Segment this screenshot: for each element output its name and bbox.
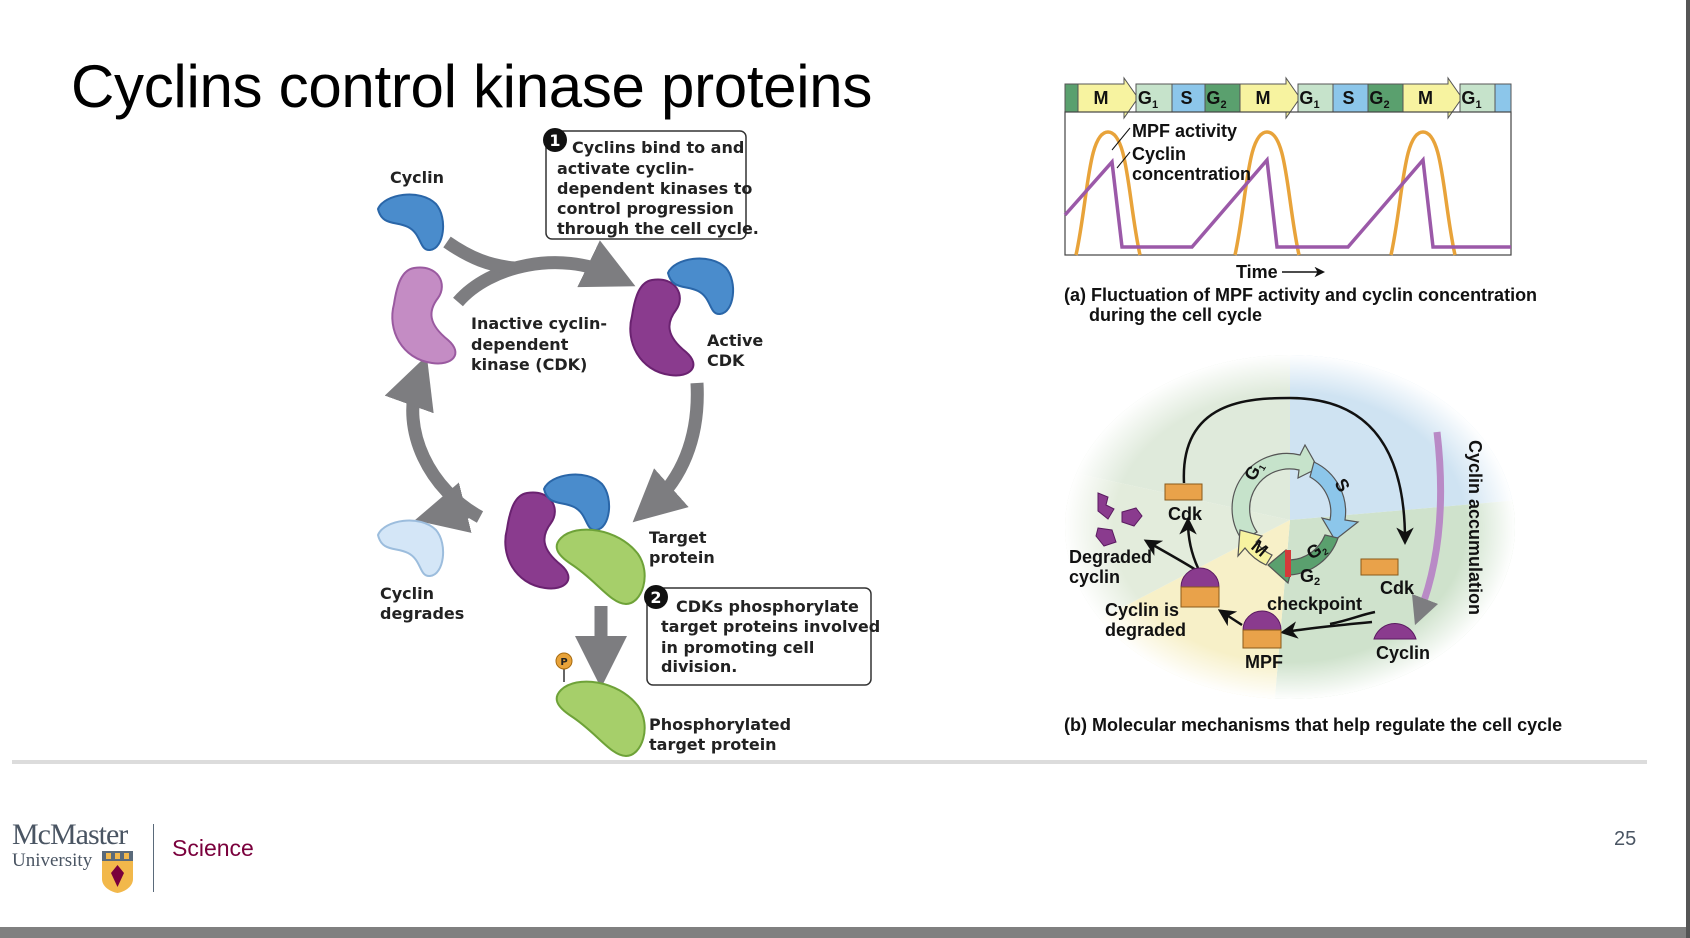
cyclin-series-label: Cyclin concentration — [1132, 144, 1251, 184]
logo-wordmark: McMaster — [12, 818, 128, 851]
target-protein-label: Target protein — [649, 528, 715, 567]
faculty-name: Science — [172, 835, 254, 861]
recycle-arrow — [384, 355, 484, 523]
phase-segment — [1204, 83, 1241, 113]
window-right-edge — [1686, 0, 1690, 938]
ring-g1 — [1231, 443, 1319, 541]
cyclin-accumulation-arrow — [1411, 431, 1445, 626]
cyclin-to-mpf-arrow — [1280, 620, 1373, 639]
degraded-cyclin-shape — [377, 519, 445, 578]
page-number: 25 — [1614, 828, 1637, 850]
inactive-cdk-label: Inactive cyclin- dependent kinase (CDK) — [471, 314, 613, 374]
phase-segment — [1367, 83, 1404, 113]
graph-a-caption: (a) Fluctuation of MPF activity and cycl… — [1064, 285, 1542, 325]
ring-label-g1: G1 — [1240, 458, 1268, 485]
step1-callout — [545, 130, 747, 240]
cdk-top-label: Cdk — [1168, 504, 1203, 524]
active-cdk-label: Active CDK — [707, 331, 769, 370]
degrading-mpf-shape — [1180, 567, 1220, 608]
mpf-to-degradation-arrow — [1217, 609, 1243, 627]
cyclin-label: Cyclin — [390, 168, 444, 187]
step1-number: 1 — [549, 131, 560, 150]
cyclin-shape — [377, 193, 445, 252]
phase-label: S — [1180, 88, 1192, 108]
mpf-series-label: MPF activity — [1132, 121, 1237, 141]
checkpoint-g2-label: G2 — [1300, 566, 1320, 588]
left-figure: Cyclin Inactive cyclin- dependent kinase… — [377, 128, 886, 757]
cyclin-accumulation-label: Cyclin accumulation — [1465, 440, 1485, 615]
mcmaster-shield-icon — [102, 851, 133, 893]
phase-segment — [1297, 83, 1334, 113]
inactive-cdk-shape — [391, 266, 457, 365]
step2-callout — [646, 587, 872, 686]
to-degraded-arrow — [1143, 539, 1197, 572]
phase-label: M — [1418, 88, 1433, 108]
cdk-right-label: Cdk — [1380, 578, 1415, 598]
phosphate-icon — [555, 652, 573, 670]
cyclin-degrades-label: Cyclin degrades — [380, 584, 464, 623]
logo-separator — [153, 824, 154, 892]
step1-badge — [543, 128, 567, 152]
step2-text: CDKs phosphorylate target proteins invol… — [661, 597, 886, 676]
phosphate-label: P — [560, 657, 567, 668]
cdk-recycle-arrow — [1182, 396, 1414, 545]
cycle-arrows — [384, 236, 704, 688]
cyclin-label-b: Cyclin — [1376, 643, 1430, 663]
diagram-b: G1 S G2 M Cdk Cdk Degraded cy — [1064, 355, 1562, 735]
slide-title: Cyclins control kinase proteins — [71, 53, 873, 120]
phase-segment — [1459, 83, 1496, 113]
cdk-right-shape — [1360, 558, 1399, 576]
active-cdk-shape — [629, 278, 695, 377]
phase-label: M — [1256, 88, 1271, 108]
cyclin-binding-arrow — [453, 240, 636, 307]
mpf-shape — [1242, 610, 1282, 649]
phase-segment — [1494, 83, 1512, 113]
ring-s — [1309, 461, 1360, 541]
complex-cyclin-shape — [543, 473, 611, 532]
phase-segment — [1332, 83, 1369, 113]
cyclin-concentration-curve — [1063, 155, 1511, 249]
cdk-to-mpf-arrow — [1329, 610, 1376, 626]
window-bottom-bar — [0, 927, 1690, 938]
cyclin-is-degraded-label: Cyclin is degraded — [1105, 600, 1186, 640]
logo-subtitle: University — [12, 850, 93, 871]
checkpoint-label: checkpoint — [1267, 594, 1362, 614]
step1-text: Cyclins bind to and activate cyclin- dep… — [557, 138, 759, 238]
ring-m — [1237, 529, 1273, 566]
degraded-cyclin-label: Degraded cyclin — [1069, 547, 1157, 587]
cdk-top-shape — [1164, 483, 1203, 501]
plot-frame — [1064, 111, 1512, 256]
to-cdk-arrow — [1179, 517, 1200, 569]
phosphorylated-label: Phosphorylated target protein — [649, 715, 797, 754]
degrade-arrow — [414, 482, 472, 533]
phase-segment — [1171, 83, 1206, 113]
cyclin-joining-arrow — [443, 236, 516, 275]
phase-label: S — [1342, 88, 1354, 108]
step2-badge — [644, 585, 668, 609]
footer-divider — [12, 760, 1647, 764]
x-axis-label: Time — [1236, 262, 1278, 282]
phase-label: M — [1094, 88, 1109, 108]
g2-checkpoint-bar — [1285, 550, 1291, 577]
step2-number: 2 — [650, 588, 661, 607]
cyclin-right-shape — [1373, 623, 1417, 640]
cell-cycle-ring — [1231, 443, 1360, 585]
target-protein-shape — [555, 528, 646, 605]
diagram-b-caption: (b) Molecular mechanisms that help regul… — [1064, 715, 1562, 735]
phase-segment — [1064, 83, 1079, 113]
mpf-label: MPF — [1245, 652, 1283, 672]
mpf-activity-curve — [1074, 130, 1457, 256]
active-to-complex-arrow — [632, 382, 704, 523]
degraded-cyclin-fragments — [1095, 492, 1143, 547]
phosphorylated-protein-shape — [555, 680, 646, 757]
